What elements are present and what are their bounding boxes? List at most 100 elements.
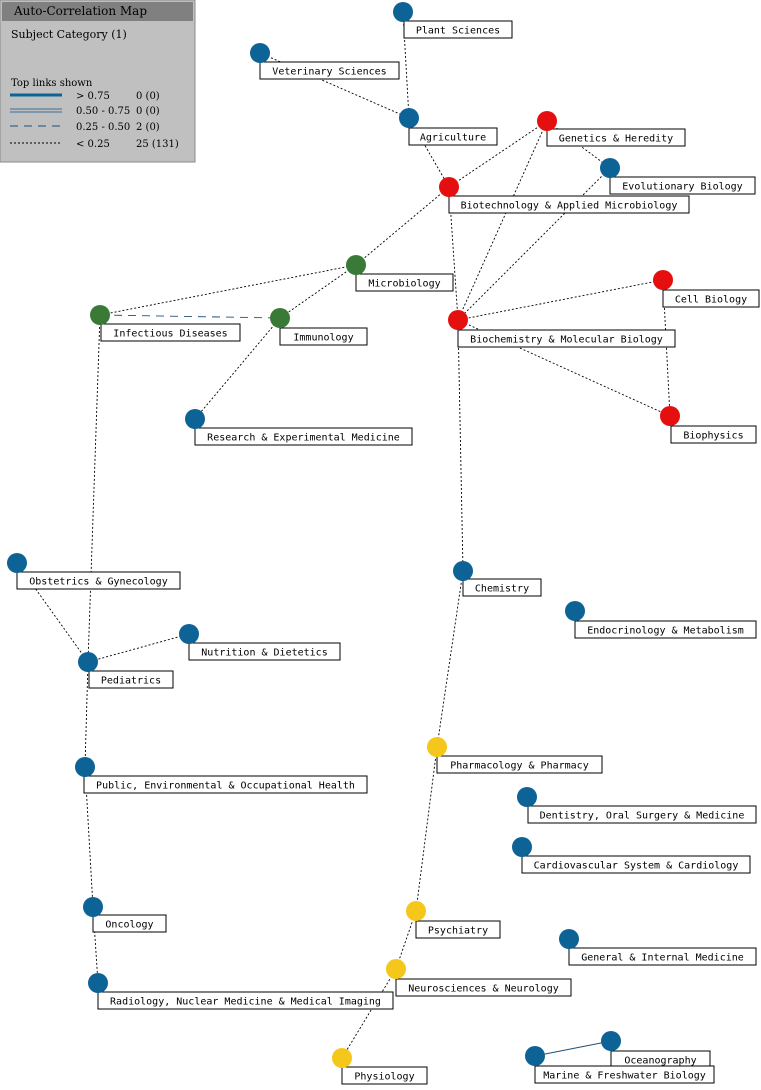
node-dent[interactable]: Dentistry, Oral Surgery & Medicine	[517, 787, 757, 824]
node-circle[interactable]	[512, 837, 532, 857]
node-label: Agriculture	[420, 133, 486, 144]
node-label: Biochemistry & Molecular Biology	[470, 335, 663, 346]
node-label-box	[279, 327, 368, 346]
node-plant[interactable]: Plant Sciences	[393, 2, 513, 39]
node-endo[interactable]: Endocrinology & Metabolism	[565, 601, 757, 639]
node-obgyn[interactable]: Obstetrics & Gynecology	[7, 553, 181, 590]
node-circle[interactable]	[600, 158, 620, 178]
node-infect[interactable]: Infectious Diseases	[90, 305, 241, 342]
node-micro[interactable]: Microbiology	[346, 255, 454, 292]
node-psych[interactable]: Psychiatry	[406, 901, 501, 939]
node-biotech[interactable]: Biotechnology & Applied Microbiology	[439, 177, 690, 214]
node-label: Research & Experimental Medicine	[207, 433, 400, 444]
edge-marine-ocean	[534, 1040, 612, 1057]
node-label: Immunology	[293, 333, 353, 344]
node-circle[interactable]	[453, 561, 473, 581]
node-circle[interactable]	[448, 310, 468, 330]
node-circle[interactable]	[525, 1046, 545, 1066]
legend-range: > 0.75	[76, 91, 110, 102]
node-agri[interactable]: Agriculture	[399, 108, 498, 146]
edge-biochem-biophys	[457, 319, 671, 417]
node-circle[interactable]	[653, 270, 673, 290]
node-label-box	[83, 775, 368, 794]
node-circle[interactable]	[332, 1048, 352, 1068]
node-circle[interactable]	[386, 959, 406, 979]
node-physio[interactable]: Physiology	[332, 1048, 428, 1085]
node-circle[interactable]	[88, 973, 108, 993]
node-onco[interactable]: Oncology	[83, 897, 167, 933]
node-circle[interactable]	[517, 787, 537, 807]
node-label: Biotechnology & Applied Microbiology	[461, 201, 678, 212]
node-cardio[interactable]: Cardiovascular System & Cardiology	[512, 837, 751, 874]
node-circle[interactable]	[565, 601, 585, 621]
node-circle[interactable]	[406, 901, 426, 921]
node-label-box	[574, 620, 757, 639]
node-circle[interactable]	[78, 652, 98, 672]
node-nutri[interactable]: Nutrition & Dietetics	[179, 624, 341, 661]
node-vet[interactable]: Veterinary Sciences	[250, 43, 400, 80]
node-label-box	[527, 805, 757, 824]
node-label-box	[670, 425, 757, 444]
edge-micro-immuno	[279, 264, 357, 319]
node-label: Microbiology	[368, 279, 440, 290]
node-label: Neurosciences & Neurology	[408, 984, 559, 995]
node-circle[interactable]	[439, 177, 459, 197]
node-label-box	[341, 1066, 428, 1085]
edge-infect-immuno	[99, 314, 281, 319]
node-immuno[interactable]: Immunology	[270, 308, 368, 346]
edge-genetics-biochem	[457, 120, 548, 321]
edge-peds-pubhealth	[84, 661, 89, 768]
node-label-box	[403, 20, 513, 39]
edge-nutri-peds	[87, 633, 190, 663]
node-research[interactable]: Research & Experimental Medicine	[185, 409, 413, 446]
node-marine[interactable]: Marine & Freshwater Biology	[525, 1046, 715, 1084]
node-circle[interactable]	[427, 737, 447, 757]
node-circle[interactable]	[393, 2, 413, 22]
node-circle[interactable]	[270, 308, 290, 328]
node-circle[interactable]	[537, 111, 557, 131]
edge-vet-agri	[259, 52, 410, 119]
node-circle[interactable]	[179, 624, 199, 644]
node-neuro[interactable]: Neurosciences & Neurology	[386, 959, 572, 997]
node-label: Oceanography	[624, 1056, 696, 1067]
node-circle[interactable]	[346, 255, 366, 275]
node-biophys[interactable]: Biophysics	[660, 406, 757, 444]
node-circle[interactable]	[601, 1031, 621, 1051]
node-circle[interactable]	[559, 929, 579, 949]
legend-count: 2 (0)	[136, 122, 160, 133]
node-genmed[interactable]: General & Internal Medicine	[559, 929, 757, 966]
node-circle[interactable]	[75, 757, 95, 777]
node-circle[interactable]	[90, 305, 110, 325]
node-label-box	[395, 978, 572, 997]
node-biochem[interactable]: Biochemistry & Molecular Biology	[448, 310, 676, 348]
node-peds[interactable]: Pediatrics	[78, 652, 174, 689]
node-label: Oncology	[105, 920, 153, 931]
node-circle[interactable]	[83, 897, 103, 917]
edge-chem-pharma	[436, 570, 464, 748]
node-pubhealth[interactable]: Public, Environmental & Occupational Hea…	[75, 757, 368, 794]
node-circle[interactable]	[7, 553, 27, 573]
node-radio[interactable]: Radiology, Nuclear Medicine & Medical Im…	[88, 973, 394, 1010]
node-circle[interactable]	[250, 43, 270, 63]
node-label-box	[457, 329, 676, 348]
node-chem[interactable]: Chemistry	[453, 561, 542, 597]
node-evo[interactable]: Evolutionary Biology	[600, 158, 756, 195]
node-ocean[interactable]: Oceanography	[601, 1031, 711, 1069]
node-cellbio[interactable]: Cell Biology	[653, 270, 760, 308]
node-label-box	[568, 947, 757, 966]
legend-range: 0.50 - 0.75	[76, 106, 130, 117]
node-label: General & Internal Medicine	[581, 953, 744, 964]
node-label: Plant Sciences	[416, 26, 500, 37]
node-label: Evolutionary Biology	[622, 182, 742, 193]
node-label: Cardiovascular System & Cardiology	[534, 861, 739, 872]
node-circle[interactable]	[185, 409, 205, 429]
node-label-box	[521, 855, 751, 874]
node-genetics[interactable]: Genetics & Heredity	[537, 111, 686, 147]
node-label: Infectious Diseases	[113, 329, 227, 340]
node-pharma[interactable]: Pharmacology & Pharmacy	[427, 737, 603, 774]
node-circle[interactable]	[660, 406, 680, 426]
node-label-box	[448, 195, 690, 214]
node-circle[interactable]	[399, 108, 419, 128]
